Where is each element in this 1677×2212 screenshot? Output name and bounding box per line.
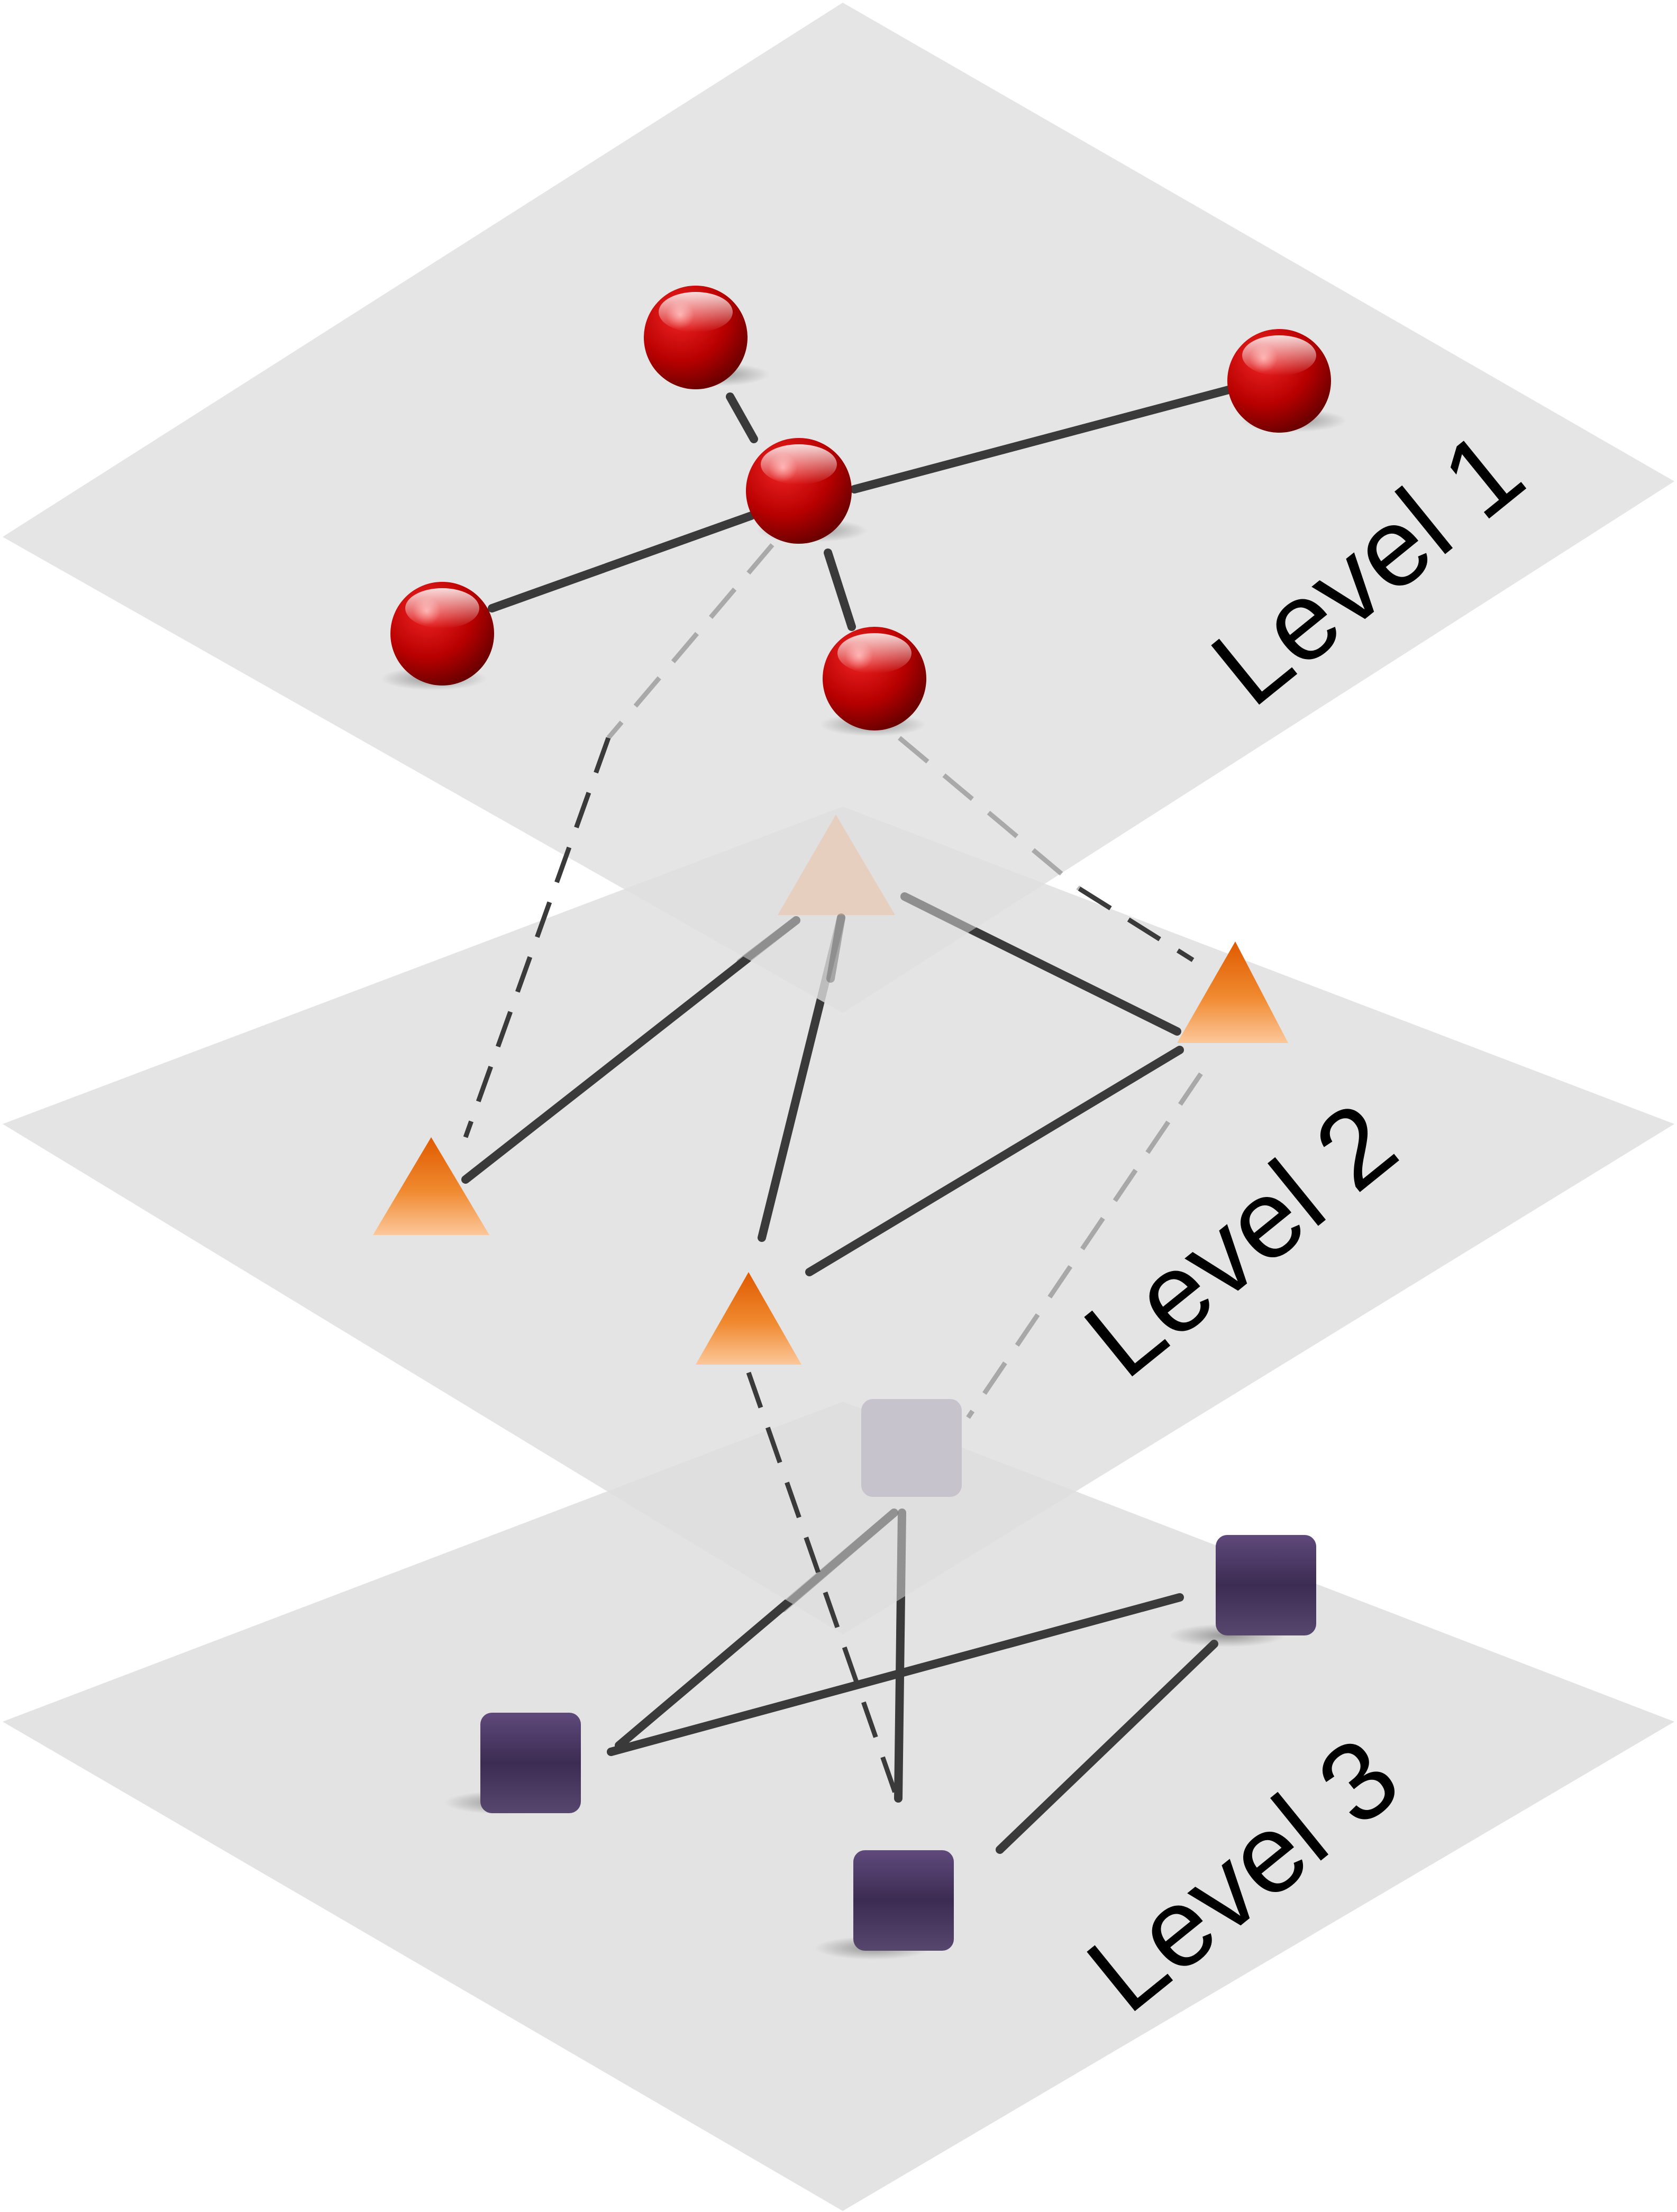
inter-level-connector — [966, 1072, 1203, 1419]
level-3-edge — [996, 1640, 1218, 1854]
level-2-node — [1177, 942, 1288, 1043]
level-3-group: Level 3 — [3, 1402, 1674, 2211]
level-1-edge — [488, 511, 755, 613]
level-2-edge — [461, 916, 800, 1184]
inter-level-connector — [1078, 886, 1195, 962]
level-1-edge — [824, 549, 856, 631]
level-3-edge-faded — [896, 1509, 906, 1639]
level-1-edge — [850, 385, 1237, 493]
inter-level-connector — [898, 736, 1081, 891]
level-2-edge-faded — [900, 892, 988, 940]
level-3-edge-faded — [779, 1509, 898, 1612]
level-2-node-faded — [778, 815, 895, 915]
level-1-group: Level 1 — [3, 3, 1674, 1138]
level-3-node — [1216, 1535, 1316, 1635]
level-1-node — [390, 582, 494, 685]
level-1-node — [1227, 329, 1331, 433]
level-2-edge-faded — [736, 916, 800, 967]
inter-level-connector — [746, 1372, 899, 1798]
level-1-node — [644, 286, 748, 389]
level-2-edge-faded — [826, 913, 845, 983]
level-2-node — [373, 1137, 489, 1235]
level-1-edge — [726, 392, 758, 443]
level-3-node — [853, 1850, 954, 1951]
level-3-edge — [607, 1593, 1184, 1756]
level-2-node — [696, 1272, 801, 1365]
inter-level-connector — [463, 737, 611, 1138]
level-1-node — [823, 627, 926, 730]
level-2-edge — [805, 1046, 1184, 1276]
level-3-node-faded — [861, 1399, 962, 1497]
level-1-node — [746, 438, 852, 544]
inter-level-connector — [606, 543, 774, 739]
level-3-node — [480, 1713, 581, 1813]
